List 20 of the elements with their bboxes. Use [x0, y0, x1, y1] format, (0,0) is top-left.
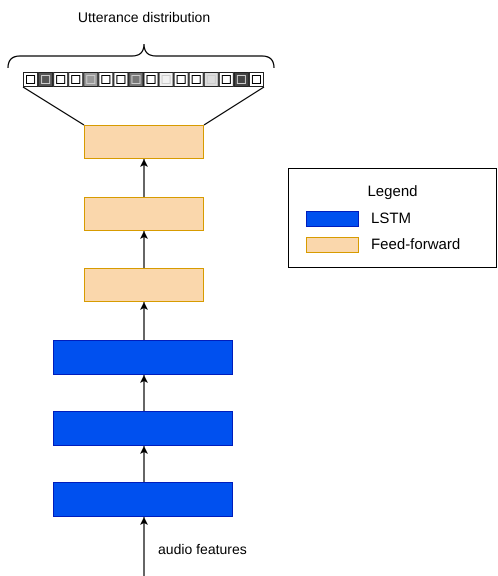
edge-label: audio features	[156, 541, 249, 557]
arrow	[140, 302, 148, 340]
arrow	[140, 159, 148, 197]
feed-forward-layer	[84, 268, 204, 302]
lstm-layer	[53, 340, 233, 375]
lstm-layer	[53, 411, 233, 446]
feed-forward-layer	[84, 197, 204, 231]
arrow	[140, 231, 148, 268]
connector-line	[204, 86, 264, 126]
lstm-layer	[53, 482, 233, 517]
strip-title: Utterance distribution	[76, 9, 212, 25]
legend-label: Feed-forward	[371, 236, 460, 253]
arrow	[140, 375, 148, 411]
connector-line	[22, 86, 84, 126]
legend-label: LSTM	[371, 210, 412, 227]
arrow	[140, 446, 148, 482]
feed-forward-layer	[84, 125, 204, 159]
arrow	[140, 517, 148, 576]
legend-title: Legend	[366, 183, 419, 200]
distribution-strip	[23, 72, 264, 87]
